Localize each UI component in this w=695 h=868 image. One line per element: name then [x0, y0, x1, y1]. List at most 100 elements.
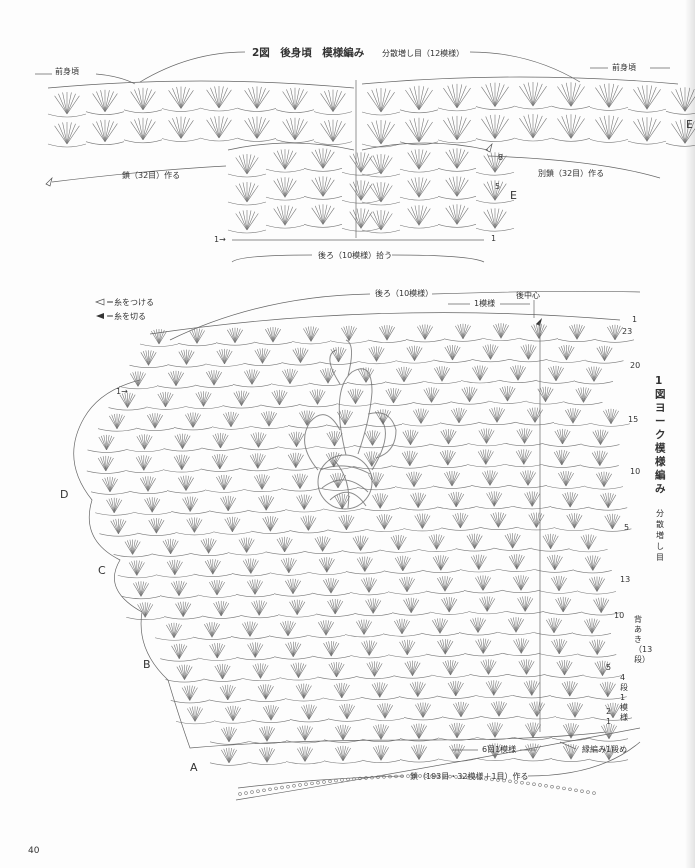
stitch-mark — [344, 409, 348, 425]
chain-arc — [231, 573, 270, 577]
stitch-mark — [532, 745, 541, 759]
stitch-mark — [562, 598, 572, 613]
stitch-mark — [512, 533, 519, 549]
stitch-mark — [289, 370, 298, 384]
stitch-mark — [408, 472, 415, 487]
stitch-mark — [412, 661, 419, 676]
stitch-mark — [527, 723, 534, 738]
stitch-mark — [490, 680, 495, 696]
stitch-mark — [608, 744, 612, 760]
chain-arc — [162, 469, 201, 473]
stitch-mark — [532, 743, 536, 759]
stitch-mark — [359, 557, 366, 572]
row-label-5: 5 — [495, 182, 500, 191]
stitch-mark — [598, 346, 605, 361]
stitch-mark — [325, 622, 334, 636]
stitch-mark — [211, 580, 218, 596]
stitch-mark — [380, 88, 387, 113]
stitch-mark — [247, 558, 252, 574]
stitch-mark — [675, 89, 686, 112]
stitch-mark — [498, 703, 507, 717]
stitch-mark — [478, 555, 485, 570]
stitch-mark — [482, 638, 487, 654]
stitch-mark — [396, 619, 403, 634]
stitch-mark — [410, 597, 415, 613]
stitch-mark — [254, 644, 264, 658]
section-A-label: A — [190, 761, 198, 774]
stitch-mark — [424, 324, 428, 340]
chain-arc — [227, 552, 266, 556]
chain-stitch — [358, 776, 362, 781]
stitch-mark — [458, 408, 465, 423]
stitch-mark — [317, 390, 324, 405]
stitch-mark — [270, 516, 274, 532]
stitch-mark — [330, 578, 337, 594]
stitch-mark — [445, 429, 449, 445]
stitch-mark — [558, 577, 567, 592]
stitch-mark — [221, 349, 225, 364]
stitch-mark — [301, 494, 305, 510]
stitch-mark — [140, 581, 144, 597]
stitch-mark — [423, 389, 432, 403]
stitch-mark — [407, 208, 420, 226]
chain-stitch — [544, 784, 548, 788]
stitch-mark — [216, 580, 220, 596]
chain-arc — [161, 108, 201, 112]
chain-arc — [184, 405, 223, 410]
chain-arc — [403, 717, 443, 721]
chain-arc — [265, 551, 304, 555]
stitch-mark — [456, 204, 462, 225]
stitch-mark — [294, 599, 298, 615]
stitch-mark — [234, 329, 243, 343]
stitch-mark — [178, 580, 182, 596]
stitch-mark — [158, 330, 167, 345]
stitch-mark — [276, 538, 285, 552]
chain-arc — [87, 449, 126, 453]
chain-arc — [356, 486, 396, 491]
stitch-mark — [394, 620, 403, 634]
chain-stitch — [418, 774, 422, 778]
chain-arc — [90, 491, 130, 495]
stitch-mark — [288, 558, 295, 573]
stitch-mark — [260, 663, 264, 679]
stitch-mark — [127, 394, 136, 408]
chain-arc — [399, 109, 439, 114]
stitch-mark — [523, 450, 530, 465]
stitch-mark — [147, 415, 156, 429]
stitch-mark — [489, 470, 493, 486]
chain-arc — [466, 464, 505, 468]
stitch-mark — [646, 118, 657, 142]
stitch-mark — [276, 178, 286, 198]
stitch-mark — [489, 723, 496, 738]
left-chain-note: 鎖（32目）作る — [122, 170, 180, 180]
stitch-mark — [456, 87, 471, 109]
stitch-mark — [492, 722, 496, 738]
stitch-mark — [337, 725, 344, 740]
stitch-mark — [276, 206, 286, 226]
chain-arc — [513, 506, 552, 510]
stitch-mark — [450, 660, 454, 676]
stitch-mark — [265, 684, 272, 700]
stitch-mark — [378, 745, 382, 761]
stitch-mark — [469, 386, 473, 402]
stitch-mark — [500, 323, 504, 339]
stitch-mark — [565, 114, 572, 139]
stitch-mark — [410, 206, 420, 226]
chain-arc — [557, 338, 597, 342]
row-label-1-left: 1→ — [214, 235, 226, 244]
stitch-mark — [596, 577, 603, 592]
stitch-mark — [139, 603, 146, 618]
stitch-mark — [300, 348, 307, 363]
stitch-mark — [472, 618, 479, 633]
chain-arc — [341, 227, 381, 232]
stitch-mark — [319, 536, 323, 552]
stitch-mark — [614, 326, 623, 340]
chain-arc — [437, 139, 477, 144]
stitch-mark — [140, 455, 145, 471]
stitch-mark — [570, 408, 574, 424]
chain-arc — [289, 530, 328, 534]
stitch-mark — [481, 597, 488, 612]
chain-arc — [164, 616, 203, 620]
stitch-mark — [409, 660, 413, 676]
chain-arc — [329, 340, 369, 344]
